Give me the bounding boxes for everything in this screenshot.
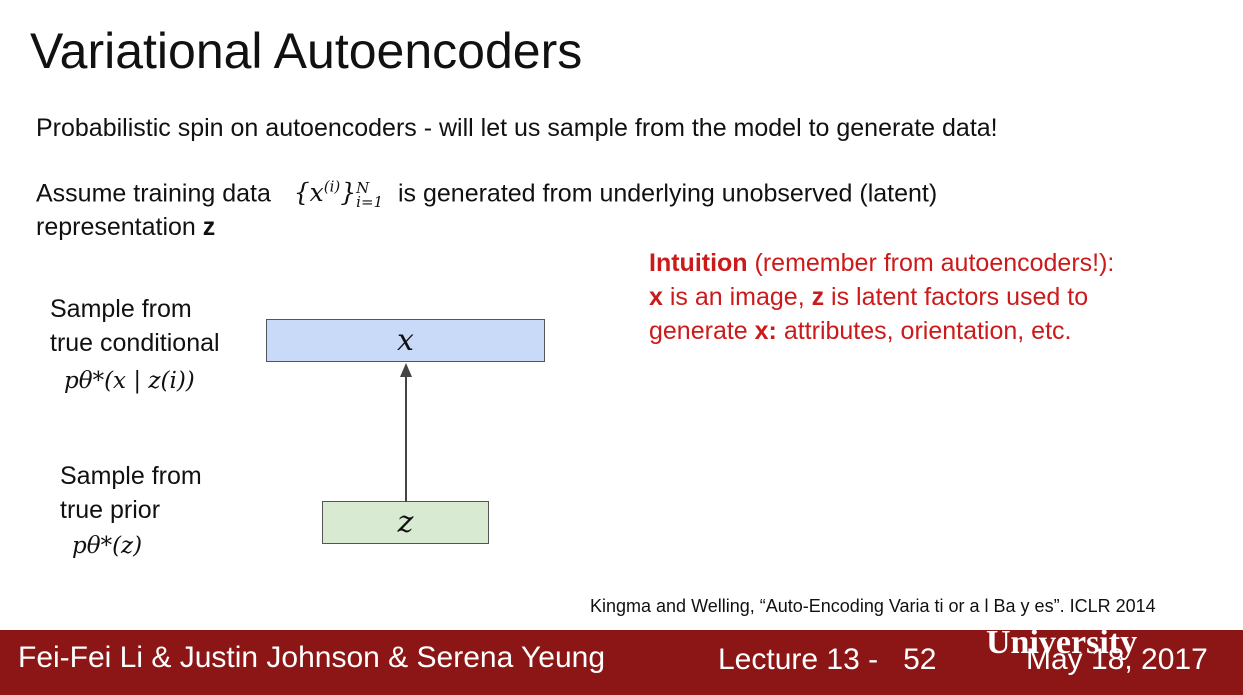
assumption-before: Assume training data [36, 179, 271, 208]
footer-lecture: Lecture 13 - 52 [718, 643, 937, 676]
prior-formula: pθ*(z) [72, 533, 143, 559]
assumption-after: is generated from underlying unobserved … [397, 179, 938, 208]
footer-date: May 18, 2017 [1026, 643, 1208, 676]
generation-arrow [400, 363, 412, 502]
arrow-head [400, 363, 412, 377]
slide-title: Variational Autoencoders [30, 23, 583, 79]
intuition-line1: Intuition (remember from autoencoders!): [649, 249, 1115, 277]
citation: Kingma and Welling, “Auto-Encoding Varia… [590, 596, 1156, 616]
intuition-line3: generate x: attributes, orientation, etc… [649, 317, 1072, 345]
representation-text: representation [36, 213, 196, 242]
intuition-line2: x is an image, z is latent factors used … [649, 283, 1089, 311]
prior-label: Sample from true prior [60, 462, 202, 524]
conditional-label: Sample from true conditional [50, 295, 220, 357]
footer-authors: Fei-Fei Li & Justin Johnson & Serena Yeu… [18, 641, 606, 674]
intro-line: Probabilistic spin on autoencoders - wil… [36, 114, 998, 142]
z-symbol: z [202, 213, 216, 242]
university-watermark: University [986, 624, 1138, 661]
x-box: x [266, 319, 545, 362]
footer-bar [0, 630, 1243, 695]
intuition-block: Intuition (remember from autoencoders!):… [649, 246, 1114, 348]
z-box: z [322, 501, 489, 544]
conditional-formula: pθ*(x | z(i)) [64, 368, 195, 394]
